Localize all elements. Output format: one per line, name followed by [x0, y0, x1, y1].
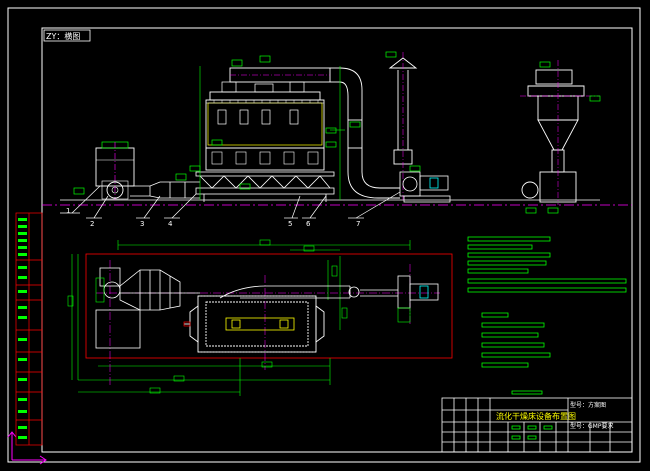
plan-dimensions-bottom: [78, 358, 331, 396]
title-block-text: 流化干燥床设备布置图 型号：方案图 型号：GMP要求: [496, 401, 613, 430]
room-outline: [85, 253, 453, 359]
title-block-title: 流化干燥床设备布置图: [496, 411, 576, 421]
part-numbers: 1 2 3 4 5 6 7: [66, 207, 360, 228]
part-leaders: [60, 185, 401, 219]
plan-heater: [95, 267, 141, 349]
technical-notes: [467, 236, 627, 395]
part-number-5: 5: [288, 220, 292, 228]
plan-dimensions-top: [67, 239, 411, 380]
part-number-1: 1: [66, 207, 70, 215]
part-number-7: 7: [356, 220, 360, 228]
part-number-4: 4: [168, 220, 173, 228]
corner-tag: ZY：横图: [43, 29, 91, 42]
plan-inlet-diffuser: [119, 269, 200, 311]
plan-exhaust-duct: [219, 275, 439, 323]
exhaust-stack: [385, 51, 418, 200]
air-heater: [95, 141, 135, 200]
title-block-note-2: 型号：GMP要求: [570, 422, 613, 430]
inlet-fan: [73, 180, 129, 200]
fluid-bed-dryer: [189, 55, 337, 202]
title-block: [441, 397, 633, 453]
part-number-6: 6: [306, 220, 311, 228]
ucs-axis-icon: [7, 431, 47, 465]
revision-strip: [15, 212, 43, 446]
title-block-note-1: 型号：方案图: [570, 401, 606, 409]
plan-fluid-bed: [183, 295, 325, 353]
elevation-dimensions: [199, 66, 345, 200]
revision-strip-text: [18, 218, 27, 439]
exhaust-fan: [399, 165, 451, 203]
part-number-2: 2: [90, 220, 94, 228]
side-view-cyclone: [520, 60, 601, 214]
inlet-duct: [130, 173, 200, 199]
part-number-3: 3: [140, 220, 144, 228]
exhaust-duct: [330, 67, 400, 199]
corner-tag-label: ZY：横图: [46, 31, 80, 41]
drawing-frame: [7, 7, 641, 465]
